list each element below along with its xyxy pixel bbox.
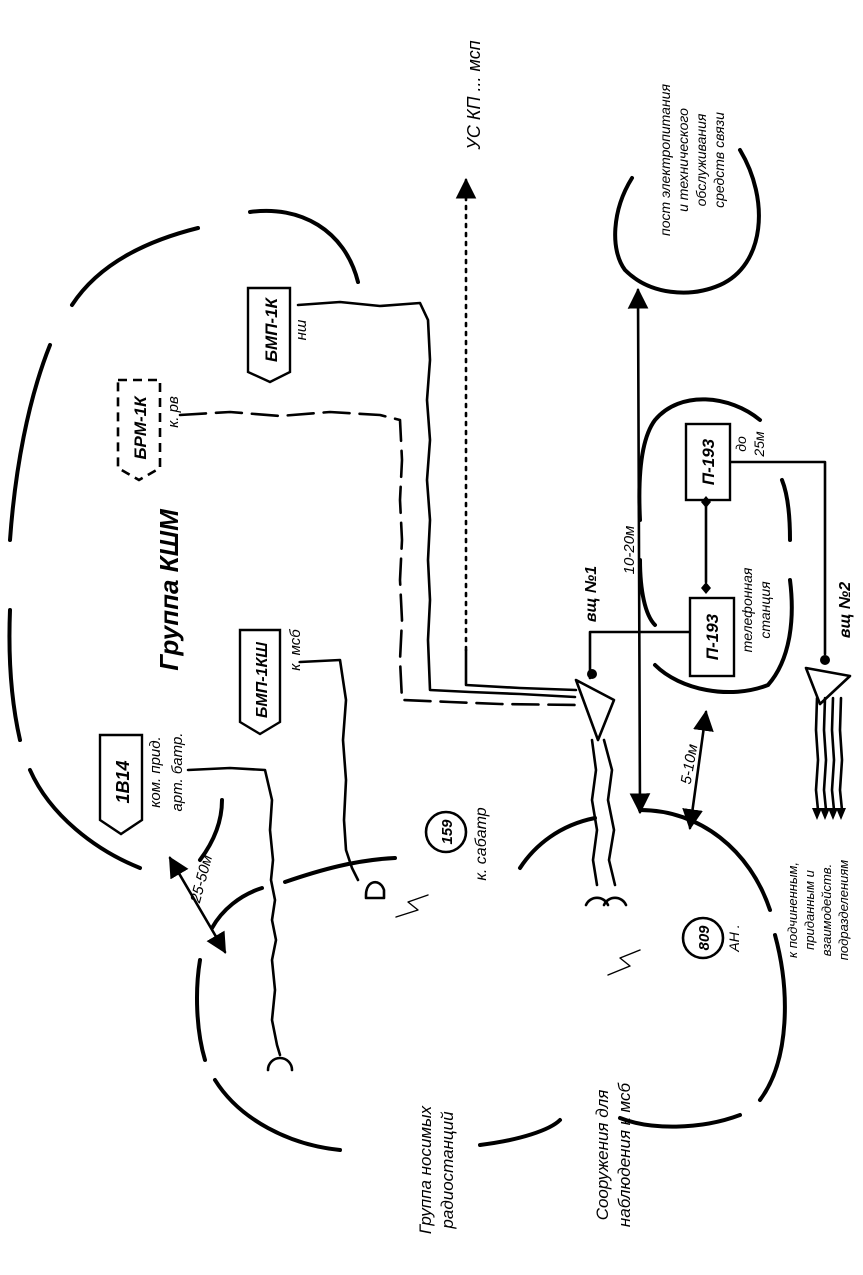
- straight-lines: [168, 177, 827, 954]
- distance-10-20: 10-20м: [621, 526, 638, 575]
- v1b14-label: 1В14: [113, 760, 133, 803]
- diagram-text: пост электропитания: [657, 84, 673, 236]
- lightning-icons: [395, 894, 641, 976]
- bmp1ksh-vehicle: БМП-1КШ к. мсб: [238, 629, 304, 736]
- telephone-station-label: телефонная станция: [739, 567, 773, 652]
- brm1k-vehicle: БРМ-1К к. рв: [116, 378, 182, 482]
- antenna-icons: [266, 881, 628, 1072]
- v1b14-sublabel-2: арт. батр.: [169, 733, 186, 812]
- bmp1ksh-label: БМП-1КШ: [254, 642, 271, 718]
- brm1k-label: БРМ-1К: [131, 395, 150, 460]
- diagram-text: телефонная: [739, 567, 755, 652]
- bmp1ksh-sublabel: к. мсб: [287, 629, 304, 671]
- diagram-text: взаимодейств.: [819, 864, 834, 956]
- distance-25-50: 25-50м: [187, 853, 216, 905]
- p193-top-box: П-193: [684, 422, 732, 502]
- p193-top-label: П-193: [699, 438, 718, 485]
- radio-809-sublabel: АН .: [726, 924, 742, 952]
- diagram-text: до: [733, 436, 749, 452]
- diagram-text: обслуживания: [693, 113, 709, 206]
- p193-link-diamonds: [701, 496, 711, 594]
- radio-159: 159 к. сабатр: [424, 807, 490, 881]
- v1b14-sublabel-1: ком. прид.: [147, 736, 164, 807]
- portable-radios-outline: [195, 856, 562, 1152]
- bmp1k-sublabel: нш: [293, 319, 310, 340]
- diagram-text: к подчиненным,: [785, 862, 800, 958]
- kshm-group-outline: [7, 208, 360, 870]
- power-post-outline: [613, 148, 761, 295]
- diagram-text: средств связи: [711, 112, 727, 208]
- diagram-text: Группа носимых: [416, 1105, 435, 1234]
- vsh1-label: вщ №1: [583, 566, 600, 622]
- vsh2-arrowheads: [812, 808, 846, 820]
- diagram-text: радиостанций: [438, 1111, 457, 1230]
- diagram-text: наблюдения к мсб: [615, 1082, 634, 1228]
- top-arrow-label: УС КП ... мсп: [464, 40, 484, 150]
- vsh2-shield: [804, 655, 852, 706]
- v1b14-vehicle: 1В14 ком. прид. арт. батр.: [98, 733, 186, 836]
- vsh2-label: вщ №2: [837, 582, 854, 638]
- cables: [178, 300, 844, 1057]
- radio-159-label: 159: [439, 819, 456, 845]
- bmp1k-label: БМП-1К: [262, 296, 281, 362]
- p193-bottom-box: П-193: [688, 596, 736, 678]
- portable-radios-label: Группа носимых радиостанций: [416, 1105, 457, 1234]
- observation-outline: [518, 808, 787, 1129]
- vsh1-shield: [574, 669, 616, 742]
- power-post-label: пост электропитания и технического обслу…: [657, 84, 727, 236]
- do25-label: до 25м: [733, 431, 767, 458]
- group-title: Группа КШМ: [154, 508, 184, 671]
- radio-809: 809 АН .: [681, 916, 742, 960]
- diagram-text: приданным и: [802, 870, 817, 950]
- radio-159-sublabel: к. сабатр: [473, 807, 490, 880]
- distance-5-10: 5-10м: [678, 743, 702, 786]
- p193-bottom-label: П-193: [703, 613, 722, 660]
- diagram-text: подразделениям: [836, 860, 851, 961]
- radio-809-label: 809: [696, 925, 713, 951]
- brm1k-sublabel: к. рв: [165, 396, 182, 428]
- diagram-text: Сооружения для: [593, 1090, 612, 1221]
- subordinates-label: к подчиненным, приданным и взаимодейств.…: [785, 860, 851, 961]
- diagram-text: 25м: [751, 431, 767, 458]
- bmp1k-vehicle: БМП-1К нш: [246, 286, 310, 384]
- diagram-text: и технического: [675, 108, 691, 212]
- diagram-text: станция: [757, 581, 773, 639]
- observation-label: Сооружения для наблюдения к мсб: [593, 1082, 634, 1228]
